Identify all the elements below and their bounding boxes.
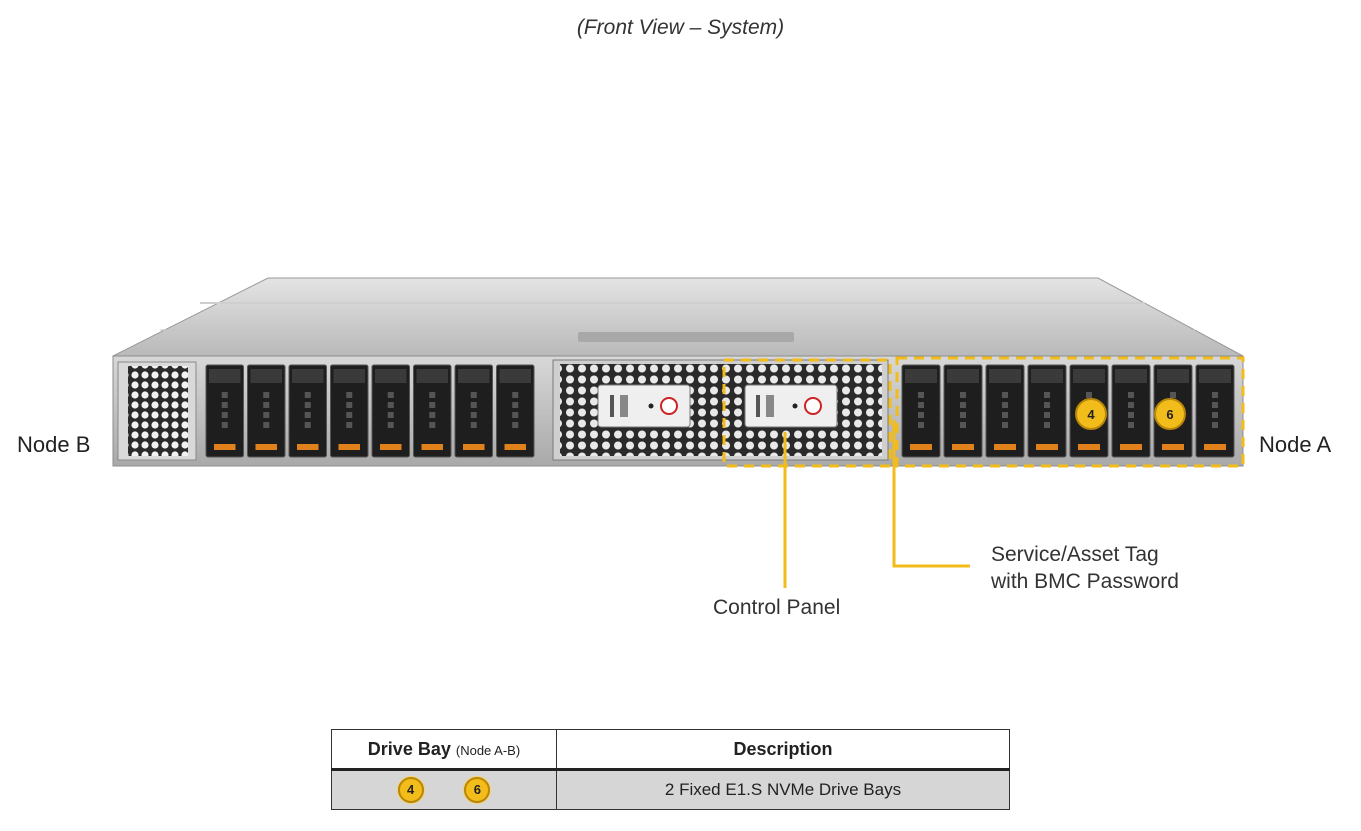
callout-badge-6-text: 6 [1166, 407, 1173, 422]
node-b-drive-8 [496, 364, 535, 458]
service-tag-label: Service/Asset Tag with BMC Password [991, 541, 1179, 595]
node-b-drive-bays [205, 364, 535, 458]
drive-bay-cell: 4 6 [331, 769, 557, 810]
server-chassis-illustration: 4 6 [112, 277, 1245, 588]
node-b-drive-6 [413, 364, 452, 458]
control-panel-label: Control Panel [713, 596, 841, 619]
service-tag-label-line1: Service/Asset Tag [991, 543, 1159, 566]
node-b-drive-2 [247, 364, 286, 458]
node-a-highlight [895, 356, 1245, 468]
node-a-drive-3 [985, 364, 1025, 458]
callout-badge-4-text: 4 [1087, 407, 1095, 422]
node-a-drive-8 [1195, 364, 1235, 458]
node-b-drive-3 [288, 364, 327, 458]
header-drive-bay-note: (Node A-B) [455, 742, 521, 758]
node-b-drive-5 [371, 364, 410, 458]
node-b-drive-7 [454, 364, 493, 458]
callout-badge-4: 4 [1075, 398, 1107, 430]
header-drive-bay-text: Drive Bay [367, 738, 451, 759]
node-a-label: Node A [1259, 432, 1332, 457]
node-a-drive-1 [901, 364, 941, 458]
header-drive-bay: Drive Bay (Node A-B) [331, 729, 557, 771]
node-b-drive-4 [330, 364, 369, 458]
node-a-drive-4 [1027, 364, 1067, 458]
control-panel-a [744, 384, 838, 428]
drive-bay-table: Drive Bay (Node A-B) Description 4 6 2 F… [331, 729, 1010, 810]
table-row: 4 6 2 Fixed E1.S NVMe Drive Bays [331, 769, 1010, 810]
control-panel-b [597, 384, 691, 428]
node-b-drive-1 [205, 364, 244, 458]
description-cell: 2 Fixed E1.S NVMe Drive Bays [556, 769, 1010, 810]
table-badge-6: 6 [464, 777, 491, 803]
header-description: Description [556, 729, 1010, 771]
node-b-label: Node B [17, 432, 91, 457]
service-tag-label-line2: with BMC Password [991, 570, 1179, 593]
table-badge-4: 4 [397, 777, 424, 803]
chassis-top-cover [112, 277, 1244, 357]
diagram-title: (Front View – System) [576, 16, 785, 39]
table-header-row: Drive Bay (Node A-B) Description [331, 729, 1010, 771]
node-a-drive-6 [1111, 364, 1151, 458]
node-a-drive-2 [943, 364, 983, 458]
service-tag-leader [892, 420, 970, 568]
callout-badge-6: 6 [1154, 398, 1186, 430]
